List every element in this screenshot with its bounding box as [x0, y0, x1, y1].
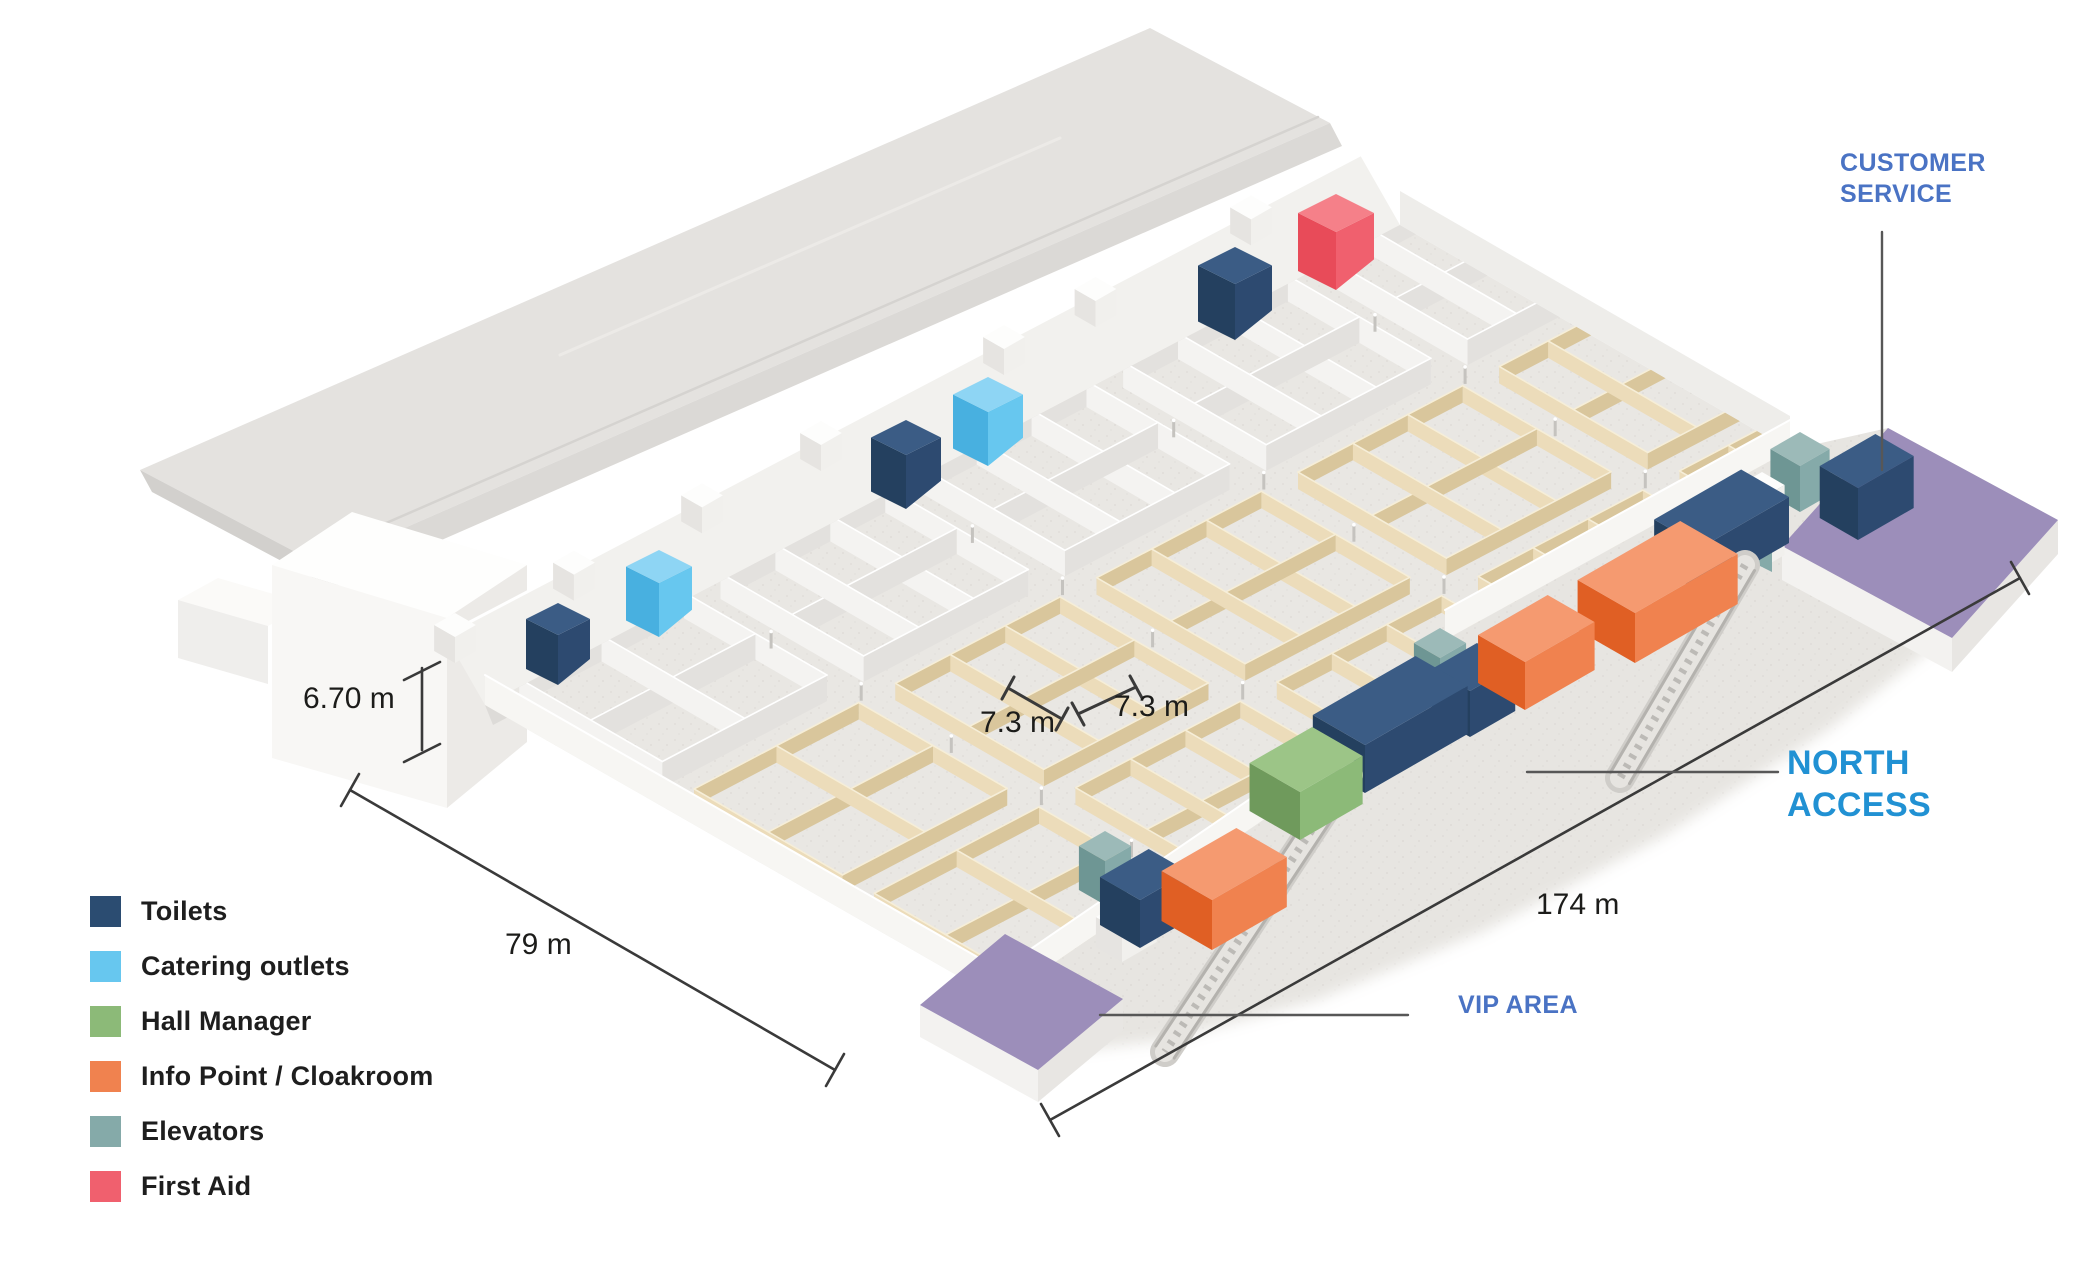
- north-access-line2: ACCESS: [1787, 786, 1932, 824]
- legend-item-label: Toilets: [141, 896, 228, 926]
- dimension-hall-length: 174 m: [1536, 888, 1620, 921]
- north-access-line1: NORTH: [1787, 744, 1910, 782]
- catering-swatch-icon: [90, 951, 121, 982]
- scene-root: [140, 28, 2073, 1138]
- label-north-access: NORTH ACCESS: [1787, 742, 1931, 826]
- wall-pillar: [983, 325, 1025, 375]
- legend-item-info-point: Info Point / Cloakroom: [90, 1049, 433, 1104]
- legend-item-hall-manager: Hall Manager: [90, 994, 433, 1049]
- toilets-cube: [1198, 247, 1272, 340]
- legend-item-label: Elevators: [141, 1116, 265, 1146]
- dimension-hall-height: 6.70 m: [303, 682, 395, 715]
- legend-item-elevators: Elevators: [90, 1104, 433, 1159]
- dimension-booth-b: 7.3 m: [1114, 690, 1190, 723]
- wall-pillar: [434, 613, 476, 663]
- catering-cube: [626, 550, 692, 637]
- dimension-booth-a: 7.3 m: [980, 706, 1056, 739]
- concourse-objects: [1078, 432, 1914, 1067]
- wall-pillar: [681, 483, 723, 534]
- legend-item-label: Hall Manager: [141, 1006, 312, 1036]
- north-wall-cubes: [434, 194, 1374, 685]
- first-aid-cube: [1298, 194, 1374, 290]
- first-aid-swatch-icon: [90, 1171, 121, 1202]
- leader-lines: [1098, 230, 1884, 1017]
- legend-item-catering: Catering outlets: [90, 939, 433, 994]
- dimension-lines: [339, 560, 2031, 1138]
- wall-pillar: [1074, 277, 1117, 327]
- toilets-swatch-icon: [90, 896, 121, 927]
- info-point-swatch-icon: [90, 1061, 121, 1092]
- catering-cube: [953, 377, 1023, 466]
- label-vip-area: VIP AREA: [1458, 991, 1578, 1019]
- wall-pillar: [1230, 195, 1272, 246]
- legend-item-toilets: Toilets: [90, 884, 433, 939]
- wall-pillar: [800, 421, 842, 471]
- customer-service-line1: CUSTOMER: [1840, 149, 1986, 177]
- hall-manager-swatch-icon: [90, 1006, 121, 1037]
- toilets-cube: [526, 603, 590, 685]
- info-point-cube: [1478, 595, 1595, 710]
- label-customer-service: CUSTOMER SERVICE: [1840, 148, 1986, 210]
- info-point-cube: [1161, 828, 1287, 950]
- legend-item-label: Info Point / Cloakroom: [141, 1061, 434, 1091]
- info-point-cube: [1577, 521, 1738, 663]
- toilets-cube: [1819, 434, 1914, 540]
- toilets-cube: [871, 420, 941, 509]
- legend-item-label: Catering outlets: [141, 951, 350, 981]
- legend-item-label: First Aid: [141, 1171, 252, 1201]
- vip-area-platform: [920, 934, 1123, 1102]
- wall-pillar: [553, 550, 595, 601]
- dimension-hall-width: 79 m: [505, 928, 572, 961]
- hall-manager-cube: [1249, 727, 1363, 840]
- elevators-swatch-icon: [90, 1116, 121, 1147]
- customer-service-line2: SERVICE: [1840, 180, 1953, 208]
- legend-item-first-aid: First Aid: [90, 1159, 433, 1214]
